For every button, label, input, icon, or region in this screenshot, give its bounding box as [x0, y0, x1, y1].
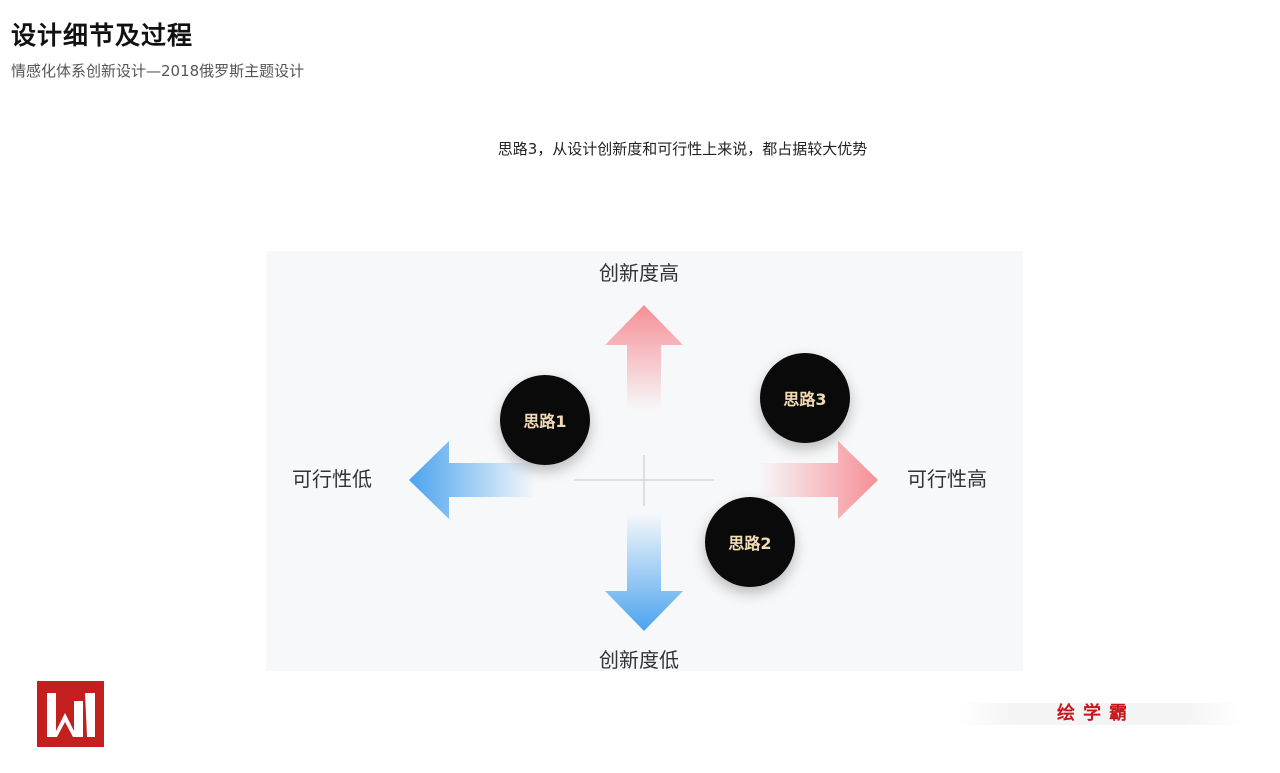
idea-node-1: 思路1	[500, 375, 590, 465]
quadrant-diagram: 创新度高 创新度低 可行性低 可行性高 思路1 思路2 思路3	[266, 251, 1023, 672]
page-subtitle: 情感化体系创新设计—2018俄罗斯主题设计	[11, 62, 305, 80]
axis-label-left: 可行性低	[292, 467, 372, 491]
arrow-up-icon	[605, 305, 683, 411]
idea-node-2: 思路2	[705, 497, 795, 587]
brand-banner	[958, 703, 1242, 725]
arrow-left-icon	[409, 441, 536, 519]
idea-node-label: 思路2	[728, 534, 772, 553]
page-title: 设计细节及过程	[11, 21, 194, 50]
diagram-caption: 思路3，从设计创新度和可行性上来说，都占据较大优势	[497, 140, 868, 158]
arrow-right-icon	[758, 441, 878, 519]
w-logo-icon	[37, 681, 104, 747]
idea-node-label: 思路1	[523, 412, 567, 431]
arrow-down-icon	[605, 513, 683, 631]
axis-label-top: 创新度高	[599, 261, 679, 285]
idea-node-label: 思路3	[783, 390, 827, 409]
diagram-arrows	[409, 305, 878, 631]
axis-label-bottom: 创新度低	[599, 648, 679, 672]
brand-name: 绘学霸	[1057, 703, 1135, 724]
idea-node-3: 思路3	[760, 353, 850, 443]
axis-label-right: 可行性高	[907, 467, 987, 491]
